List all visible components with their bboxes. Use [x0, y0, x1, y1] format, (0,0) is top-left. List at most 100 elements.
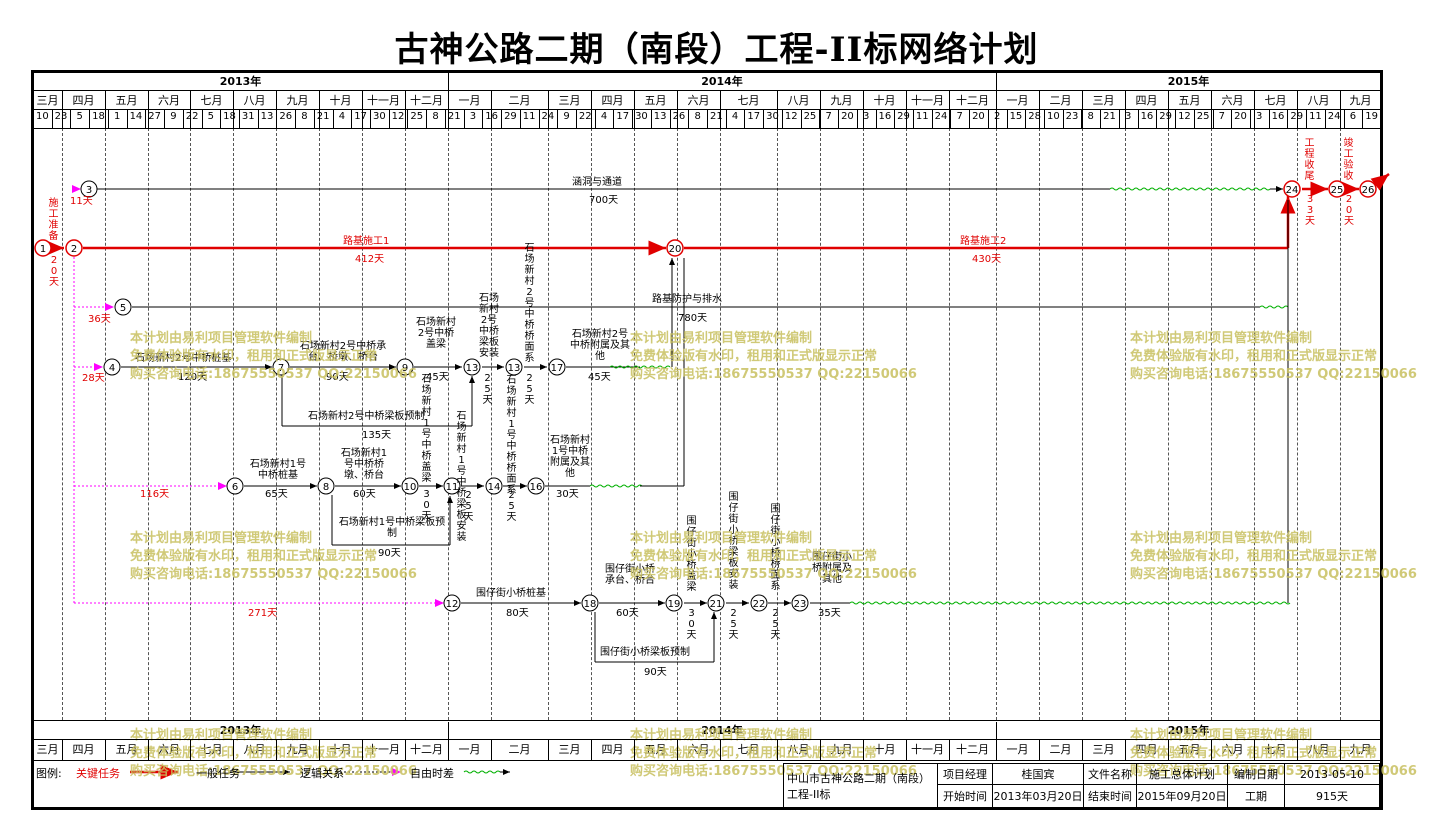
- month-gridline: [1168, 128, 1169, 720]
- day-divider: [1343, 109, 1345, 128]
- day-divider: [313, 109, 315, 128]
- day-label: 13: [653, 111, 667, 122]
- day-divider: [688, 109, 690, 128]
- month-label: 七月: [200, 743, 223, 756]
- month-divider: [1125, 739, 1126, 760]
- day-label: 8: [301, 111, 308, 122]
- month-label: 十二月: [956, 743, 989, 756]
- day-label: 30: [766, 111, 779, 122]
- task-gpile-duration: 80天: [506, 608, 529, 619]
- task-1pile-duration: 65天: [265, 489, 288, 500]
- day-label: 11: [522, 111, 536, 122]
- svg-text:3: 3: [86, 185, 92, 196]
- day-divider: [725, 109, 727, 128]
- day-label: 11: [1309, 111, 1322, 122]
- day-label: 7: [1218, 111, 1226, 122]
- day-label: 24: [934, 111, 948, 122]
- task-1pile: 石场新村1号中桥桩基: [249, 459, 307, 481]
- month-divider: [777, 739, 778, 760]
- task-prep-duration: 20天: [49, 255, 59, 288]
- month-label: 九月: [830, 94, 853, 107]
- month-divider: [491, 739, 492, 760]
- day-label: 20: [1234, 111, 1247, 122]
- node-16: 16: [527, 477, 545, 495]
- svg-text:19: 19: [668, 599, 681, 610]
- svg-text:17: 17: [551, 363, 564, 374]
- project-info-table: 中山市古神公路二期（南段）工程-II标 项目经理 桂国宾 文件名称 施工总体计划…: [783, 763, 1380, 808]
- month-divider: [1254, 739, 1255, 760]
- month-label: 六月: [158, 743, 180, 756]
- watermark-line: 免费体验版有水印，租用和正式版显示正常: [1130, 549, 1378, 564]
- task-2cover: 石场新村2号中桥盖梁: [416, 317, 456, 350]
- year-divider: [448, 722, 449, 739]
- month-gridline: [491, 128, 492, 720]
- month-gridline: [1211, 128, 1212, 720]
- task-1beam-duration: 90天: [378, 548, 401, 559]
- task-ginstall-duration: 25天: [728, 608, 739, 641]
- month-label: 七月: [200, 94, 223, 107]
- month-label: 五月: [1178, 94, 1201, 107]
- month-label: 七月: [1264, 743, 1287, 756]
- svg-text:2: 2: [71, 244, 77, 255]
- month-divider: [148, 739, 149, 760]
- day-divider: [1156, 109, 1158, 128]
- svg-text:6: 6: [232, 482, 238, 493]
- task-road2: 路基施工2: [960, 236, 1007, 247]
- task-culvert-duration: 700天: [589, 195, 619, 206]
- watermark-line: 免费体验版有水印，租用和正式版显示正常: [630, 549, 878, 564]
- day-divider: [332, 109, 334, 128]
- day-divider: [650, 109, 652, 128]
- day-divider: [1175, 109, 1177, 128]
- month-label: 一月: [458, 743, 481, 756]
- month-divider: [1211, 90, 1212, 128]
- month-divider: [491, 90, 492, 128]
- start-label: 开始时间: [937, 784, 993, 808]
- month-divider: [1254, 90, 1255, 128]
- month-divider: [362, 739, 363, 760]
- month-divider: [1211, 739, 1212, 760]
- month-divider: [1340, 739, 1341, 760]
- month-label: 三月: [558, 94, 581, 107]
- day-divider: [351, 109, 353, 128]
- day-divider: [107, 109, 109, 128]
- month-gridline: [906, 128, 907, 720]
- month-divider: [319, 90, 320, 128]
- day-divider: [426, 109, 428, 128]
- float-3: 11天: [70, 196, 93, 207]
- task-1cover-duration: 30天: [421, 489, 432, 522]
- task-protect: 路基防护与排水: [652, 294, 722, 305]
- day-divider: [931, 109, 933, 128]
- task-gdeck-duration: 25天: [770, 608, 781, 641]
- node-4: 4: [103, 358, 121, 376]
- day-label: 3: [1125, 111, 1132, 122]
- month-divider: [996, 739, 997, 760]
- day-divider: [501, 109, 503, 128]
- month-divider: [448, 90, 449, 128]
- day-divider: [1118, 109, 1120, 128]
- month-gridline: [62, 128, 63, 720]
- day-label: 8: [432, 111, 439, 122]
- day-divider: [969, 109, 971, 128]
- month-gridline: [820, 128, 821, 720]
- task-road2-duration: 430天: [972, 254, 1002, 265]
- node-8: 8: [317, 477, 335, 495]
- month-label: 五月: [115, 94, 138, 107]
- task-2beam-duration: 135天: [362, 430, 392, 441]
- month-label: 九月: [1349, 94, 1372, 107]
- svg-text:13: 13: [508, 363, 521, 374]
- day-label: 30: [635, 111, 648, 122]
- month-divider: [362, 90, 363, 128]
- watermark-line: 购买咨询电话:18675550537 QQ:22150066: [1130, 367, 1417, 382]
- date-label: 编制日期: [1227, 763, 1285, 785]
- month-divider: [720, 739, 721, 760]
- day-label: 6: [1349, 111, 1357, 122]
- month-label: 三月: [1092, 94, 1115, 107]
- year-divider: [996, 722, 997, 739]
- month-label: 十二月: [956, 94, 989, 107]
- day-label: 23: [1065, 111, 1079, 122]
- svg-text:11: 11: [446, 482, 459, 493]
- day-divider: [1081, 109, 1083, 128]
- duration-label: 工期: [1227, 784, 1285, 808]
- month-divider: [820, 739, 821, 760]
- month-gridline: [190, 128, 191, 720]
